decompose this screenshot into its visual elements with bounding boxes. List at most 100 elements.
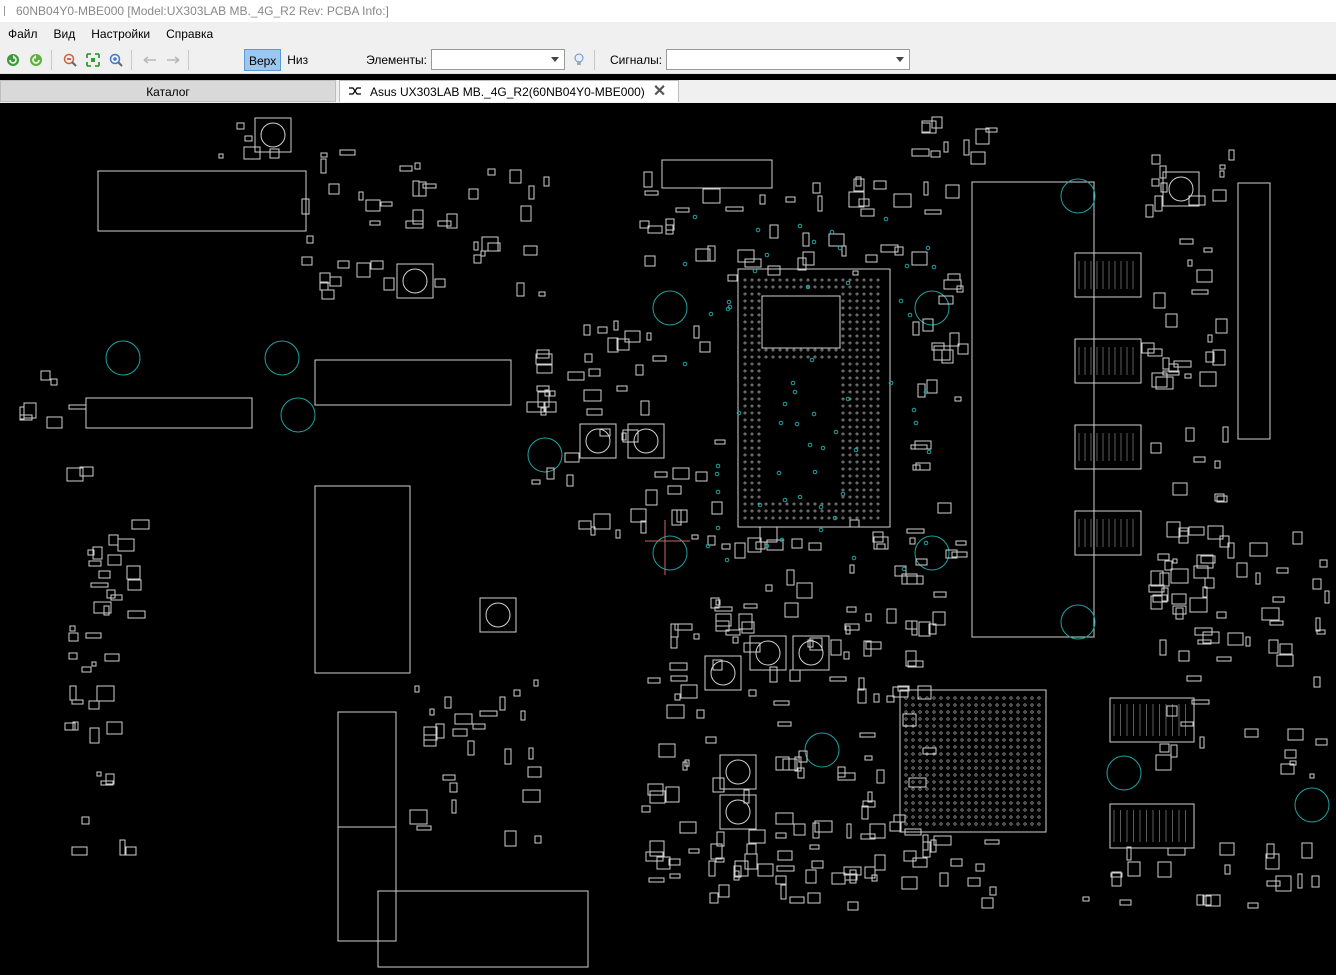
smd-component	[737, 249, 755, 263]
bga-ball	[869, 474, 873, 478]
lightbulb-icon[interactable]	[569, 50, 589, 70]
bga-ball	[1030, 815, 1034, 819]
view-bottom-button[interactable]: Низ	[287, 52, 309, 67]
bga-ball	[743, 516, 747, 520]
smd-component	[1202, 586, 1208, 598]
pcb-canvas[interactable]	[0, 103, 1336, 975]
bga-ball	[757, 390, 761, 394]
smd-component	[622, 429, 639, 443]
refresh-icon[interactable]	[3, 50, 23, 70]
zoom-out-icon[interactable]	[60, 50, 80, 70]
zoom-in-icon[interactable]	[106, 50, 126, 70]
bga-ball	[771, 502, 775, 506]
bga-ball	[757, 299, 761, 303]
tab-board[interactable]: Asus UX303LAB MB._4G_R2(60NB04Y0-MBE000)…	[339, 80, 679, 102]
smd-component	[938, 295, 954, 305]
bga-ball	[855, 376, 859, 380]
bga-ball	[1030, 745, 1034, 749]
bga-ball	[876, 495, 880, 499]
smd-component	[957, 343, 969, 355]
smd-component	[1170, 568, 1189, 584]
pcb-board-view[interactable]	[0, 103, 1336, 975]
bga-ball	[1037, 759, 1041, 763]
bga-ball	[841, 516, 845, 520]
menu-settings[interactable]: Настройки	[91, 27, 151, 41]
back-icon[interactable]	[140, 50, 160, 70]
bga-ball	[932, 717, 936, 721]
bga-ball	[848, 432, 852, 436]
via	[724, 557, 730, 563]
bga-ball	[750, 334, 754, 338]
menu-file[interactable]: Файл	[8, 27, 38, 41]
bga-ball	[869, 285, 873, 289]
bga-ball	[757, 432, 761, 436]
bga-ball	[1009, 759, 1013, 763]
bga-ball	[1009, 822, 1013, 826]
mounting-hole	[264, 340, 300, 376]
via	[820, 445, 826, 451]
smd-component	[412, 180, 420, 197]
via	[755, 227, 761, 233]
smd-component	[939, 872, 949, 887]
smd-component	[734, 542, 746, 559]
bga-ball	[743, 292, 747, 296]
chevron-down-icon	[896, 57, 905, 62]
tab-catalog[interactable]: Каталог	[0, 80, 336, 102]
smd-component	[1184, 373, 1192, 379]
window-title: 60NB04Y0-MBE000 [Model:UX303LAB MB._4G_R…	[16, 4, 389, 18]
bga-ball	[925, 773, 929, 777]
smd-component	[814, 820, 833, 833]
smd-component	[654, 471, 668, 478]
bga-ball	[848, 453, 852, 457]
bga-ball	[862, 306, 866, 310]
bga-ball	[932, 759, 936, 763]
menu-view[interactable]: Вид	[53, 27, 76, 41]
smd-component	[429, 708, 435, 716]
smd-component	[616, 385, 628, 392]
bga-ball	[876, 418, 880, 422]
bga-ball	[939, 801, 943, 805]
bga-ball	[771, 348, 775, 352]
fit-icon[interactable]	[83, 50, 103, 70]
bga-ball	[876, 453, 880, 457]
forward-icon[interactable]	[163, 50, 183, 70]
bga-ball	[841, 404, 845, 408]
bga-ball	[981, 794, 985, 798]
redo-icon[interactable]	[26, 50, 46, 70]
bga-ball	[855, 467, 859, 471]
connector-outline	[314, 359, 512, 406]
smd-component	[857, 688, 867, 704]
bga-ball	[827, 502, 831, 506]
bga-ball	[876, 397, 880, 401]
smd-component	[894, 565, 907, 577]
bga-ball	[974, 759, 978, 763]
bga-ball	[841, 390, 845, 394]
elements-combobox[interactable]	[431, 49, 566, 70]
smd-component	[1205, 351, 1215, 363]
view-top-button[interactable]: Верх	[244, 48, 282, 71]
bga-ball	[855, 313, 859, 317]
bga-ball	[855, 362, 859, 366]
bga-ball	[1016, 731, 1020, 735]
smd-component	[72, 721, 79, 731]
close-icon[interactable]: ✕	[652, 82, 667, 100]
bga-ball	[764, 502, 768, 506]
via	[898, 298, 904, 304]
bga-ball	[869, 348, 873, 352]
bga-ball	[813, 355, 817, 359]
smd-component	[96, 685, 115, 702]
smd-component	[926, 379, 938, 394]
bga-ball	[904, 808, 908, 812]
smd-component	[1170, 744, 1178, 758]
bga-ball	[1016, 745, 1020, 749]
smd-component	[744, 853, 758, 870]
smd-component	[1266, 880, 1281, 887]
bga-ball	[1037, 703, 1041, 707]
signals-combobox[interactable]	[666, 49, 911, 70]
bga-ball	[1023, 738, 1027, 742]
bga-ball	[1030, 780, 1034, 784]
bga-ball	[918, 766, 922, 770]
menu-help[interactable]: Справка	[166, 27, 214, 41]
bga-ball	[743, 474, 747, 478]
bga-ball	[820, 285, 824, 289]
